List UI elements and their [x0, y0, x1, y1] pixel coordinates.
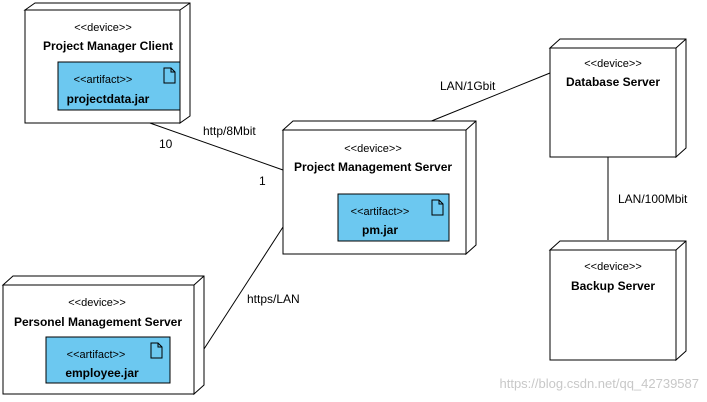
- node-personel-management-server[interactable]: <<device>> Personel Management Server <<…: [1, 275, 205, 396]
- node-name: Backup Server: [571, 279, 655, 293]
- document-icon: [150, 342, 163, 359]
- node-project-manager-client[interactable]: <<device>> Project Manager Client <<arti…: [23, 2, 191, 124]
- connector-label-http: http/8Mbit: [203, 124, 256, 138]
- connector-pms-to-db: [428, 72, 551, 123]
- node-name: Project Management Server: [294, 160, 452, 174]
- multiplicity-target: 1: [259, 174, 266, 188]
- node-stereotype: <<device>>: [74, 22, 132, 34]
- artifact-name: pm.jar: [362, 223, 398, 237]
- node-stereotype: <<device>>: [584, 58, 642, 70]
- artifact-stereotype: <<artifact>>: [74, 74, 133, 86]
- connector-label-https: https/LAN: [247, 292, 300, 306]
- node-name: Personel Management Server: [14, 315, 182, 329]
- multiplicity-source: 10: [159, 137, 173, 151]
- artifact-box: [45, 336, 171, 384]
- artifact-name: employee.jar: [65, 366, 139, 380]
- artifact-projectdata[interactable]: <<artifact>> projectdata.jar: [57, 61, 181, 111]
- watermark: https://blog.csdn.net/qq_42739587: [500, 376, 700, 391]
- connector-label-lan-100mbit: LAN/100Mbit: [618, 192, 688, 206]
- artifact-box: [57, 61, 181, 111]
- artifact-pm[interactable]: <<artifact>> pm.jar: [337, 193, 450, 242]
- document-icon: [163, 67, 176, 84]
- node-backup-server[interactable]: <<device>> Backup Server: [548, 240, 687, 362]
- node-name: Project Manager Client: [43, 39, 173, 53]
- node-stereotype: <<device>>: [584, 261, 642, 273]
- node-name: Database Server: [566, 75, 660, 89]
- artifact-stereotype: <<artifact>>: [351, 206, 410, 218]
- connector-label-lan-1gbit: LAN/1Gbit: [440, 79, 496, 93]
- artifact-name: projectdata.jar: [67, 92, 150, 106]
- node-database-server[interactable]: <<device>> Database Server: [548, 38, 687, 159]
- connector-client-to-pms: [146, 121, 284, 171]
- node-project-management-server[interactable]: <<device>> Project Management Server <<a…: [281, 120, 477, 256]
- node-front-face: [549, 47, 677, 158]
- document-icon: [431, 199, 444, 216]
- connector-pms-to-personel: [203, 226, 284, 350]
- artifact-employee[interactable]: <<artifact>> employee.jar: [45, 336, 171, 384]
- node-stereotype: <<device>>: [68, 297, 126, 309]
- artifact-box: [337, 193, 450, 242]
- node-stereotype: <<device>>: [344, 143, 402, 155]
- artifact-stereotype: <<artifact>>: [67, 349, 126, 361]
- node-front-face: [549, 249, 677, 361]
